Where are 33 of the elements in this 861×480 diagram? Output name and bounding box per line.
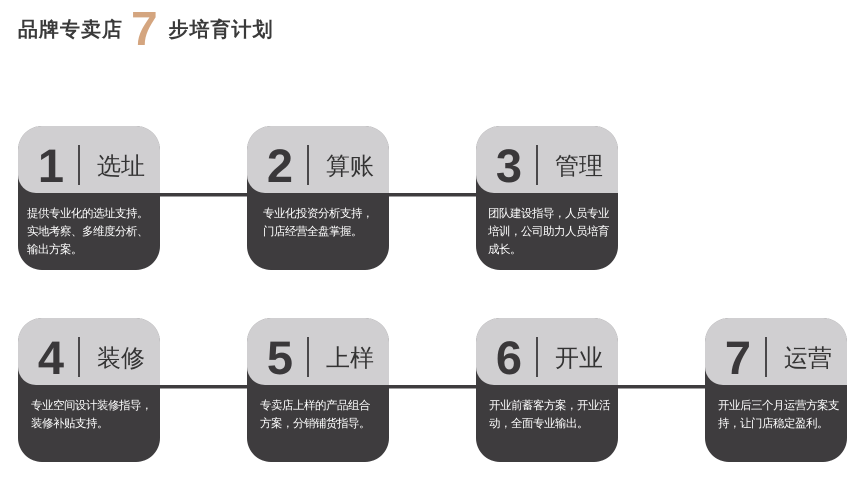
step-description: 开业后三个月运营方案支持，让门店稳定盈利。 [718,398,840,432]
step-number: 1 [36,144,66,188]
step-heading: 开业 [555,344,603,372]
step-heading: 管理 [555,152,603,180]
step-number: 3 [494,144,524,188]
step-card [476,318,618,462]
step-heading: 运营 [784,344,832,372]
step-card [476,126,618,270]
step-number: 5 [266,336,294,380]
connector [389,385,476,388]
connector [160,193,247,196]
step-description: 团队建设指导，人员专业培训，公司助力人员培育成长。 [488,206,610,258]
step-number: 7 [724,336,752,380]
step-number: 6 [494,336,524,380]
step-number: 2 [266,144,294,188]
step-card [705,318,847,462]
step-heading: 装修 [97,344,145,372]
step-description: 专卖店上样的产品组合方案，分销铺货指导。 [260,398,371,432]
step-description: 开业前蓄客方案，开业活动，全面专业输出。 [489,398,611,432]
step-heading: 上样 [326,344,374,372]
connector [389,193,476,196]
step-card [18,126,160,270]
step-card [18,318,160,462]
connector [160,385,247,388]
step-heading: 算账 [326,152,374,180]
step-description: 专业化投资分析支持，门店经营全盘掌握。 [263,206,374,240]
step-card [247,126,389,270]
step-card [247,318,389,462]
step-description: 专业空间设计装修指导，装修补贴支持。 [31,398,153,432]
step-description: 提供专业化的选址支持。实地考察、多维度分析、输出方案。 [27,206,149,258]
connector [618,385,705,388]
step-heading: 选址 [97,152,145,180]
step-number: 4 [36,336,66,380]
